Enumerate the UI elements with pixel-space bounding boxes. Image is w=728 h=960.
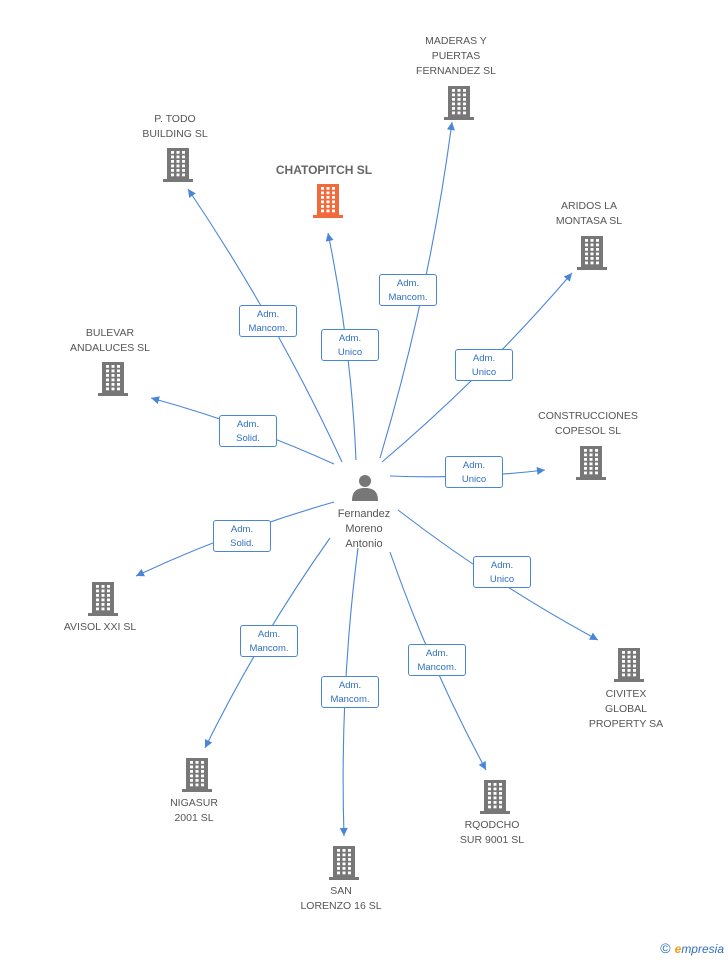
company-construcciones[interactable]: CONSTRUCCIONES COPESOL SL xyxy=(518,409,658,439)
arrowhead-nigasur xyxy=(204,739,213,748)
company-name[interactable]: RQODCHO SUR 9001 SL xyxy=(459,819,525,846)
company-ptodo[interactable]: P. TODO BUILDING SL xyxy=(105,112,245,142)
company-name[interactable]: NIGASUR 2001 SL xyxy=(170,797,218,824)
company-chatopitch[interactable]: CHATOPITCH SL xyxy=(254,163,394,178)
copyright-symbol: © xyxy=(660,940,671,956)
building-icon[interactable] xyxy=(329,846,359,885)
person-name[interactable]: Fernandez Moreno Antonio xyxy=(337,508,391,550)
company-name[interactable]: CONSTRUCCIONES COPESOL SL xyxy=(538,410,638,437)
building-icon[interactable] xyxy=(444,86,474,125)
building-icon[interactable] xyxy=(163,148,193,187)
company-sanlorenzo[interactable]: SAN LORENZO 16 SL xyxy=(271,884,411,914)
company-avisol[interactable]: AVISOL XXI SL xyxy=(30,620,170,635)
arrowhead-chatopitch xyxy=(325,233,334,242)
building-icon[interactable] xyxy=(182,758,212,797)
arrowhead-aridos xyxy=(563,273,572,282)
person-icon[interactable] xyxy=(351,473,379,506)
brand-logo-e: e xyxy=(674,942,682,956)
role-badge-roodcho: Adm. Mancom. xyxy=(408,644,466,676)
role-badge-sanlorenzo: Adm. Mancom. xyxy=(321,676,379,708)
arrowhead-avisol xyxy=(136,568,145,577)
company-bulevar[interactable]: BULEVAR ANDALUCES SL xyxy=(40,326,180,356)
company-roodcho[interactable]: RQODCHO SUR 9001 SL xyxy=(422,818,562,848)
role-badge-bulevar: Adm. Solid. xyxy=(219,415,277,447)
arrowhead-bulevar xyxy=(151,396,160,404)
company-name[interactable]: AVISOL XXI SL xyxy=(63,621,137,633)
role-badge-avisol: Adm. Solid. xyxy=(213,520,271,552)
role-badge-ptodo: Adm. Mancom. xyxy=(239,305,297,337)
building-icon[interactable] xyxy=(88,582,118,621)
brand-name: mpresia xyxy=(681,942,724,956)
company-civitex[interactable]: CIVITEX GLOBAL PROPERTY SA xyxy=(556,687,696,732)
building-icon[interactable] xyxy=(614,648,644,687)
arrowhead-civitex xyxy=(589,632,598,640)
company-name[interactable]: BULEVAR ANDALUCES SL xyxy=(70,327,150,354)
company-aridos[interactable]: ARIDOS LA MONTASA SL xyxy=(519,199,659,229)
company-maderas[interactable]: MADERAS Y PUERTAS FERNANDEZ SL xyxy=(386,34,526,79)
role-badge-aridos: Adm. Unico xyxy=(455,349,513,381)
company-nigasur[interactable]: NIGASUR 2001 SL xyxy=(124,796,264,826)
arrowhead-construcciones xyxy=(536,466,545,475)
company-name[interactable]: MADERAS Y PUERTAS FERNANDEZ SL xyxy=(416,35,496,77)
role-badge-nigasur: Adm. Mancom. xyxy=(240,625,298,657)
company-name[interactable]: CHATOPITCH SL xyxy=(275,163,373,177)
company-name[interactable]: ARIDOS LA MONTASA SL xyxy=(555,200,623,227)
footer-brand: ©empresia xyxy=(660,940,724,956)
building-icon[interactable] xyxy=(98,362,128,401)
role-badge-maderas: Adm. Mancom. xyxy=(379,274,437,306)
building-icon[interactable] xyxy=(576,446,606,485)
company-name[interactable]: SAN LORENZO 16 SL xyxy=(300,885,382,912)
building-icon[interactable] xyxy=(577,236,607,275)
building-icon[interactable] xyxy=(313,184,343,223)
role-badge-chatopitch: Adm. Unico xyxy=(321,329,379,361)
company-name[interactable]: CIVITEX GLOBAL PROPERTY SA xyxy=(588,688,664,730)
role-badge-civitex: Adm. Unico xyxy=(473,556,531,588)
company-name[interactable]: P. TODO BUILDING SL xyxy=(142,113,208,140)
role-badge-construcciones: Adm. Unico xyxy=(445,456,503,488)
building-icon[interactable] xyxy=(480,780,510,819)
arrowhead-sanlorenzo xyxy=(339,827,348,836)
arrowhead-roodcho xyxy=(478,761,486,770)
arrowhead-maderas xyxy=(446,122,455,131)
arrowhead-ptodo xyxy=(188,189,196,198)
